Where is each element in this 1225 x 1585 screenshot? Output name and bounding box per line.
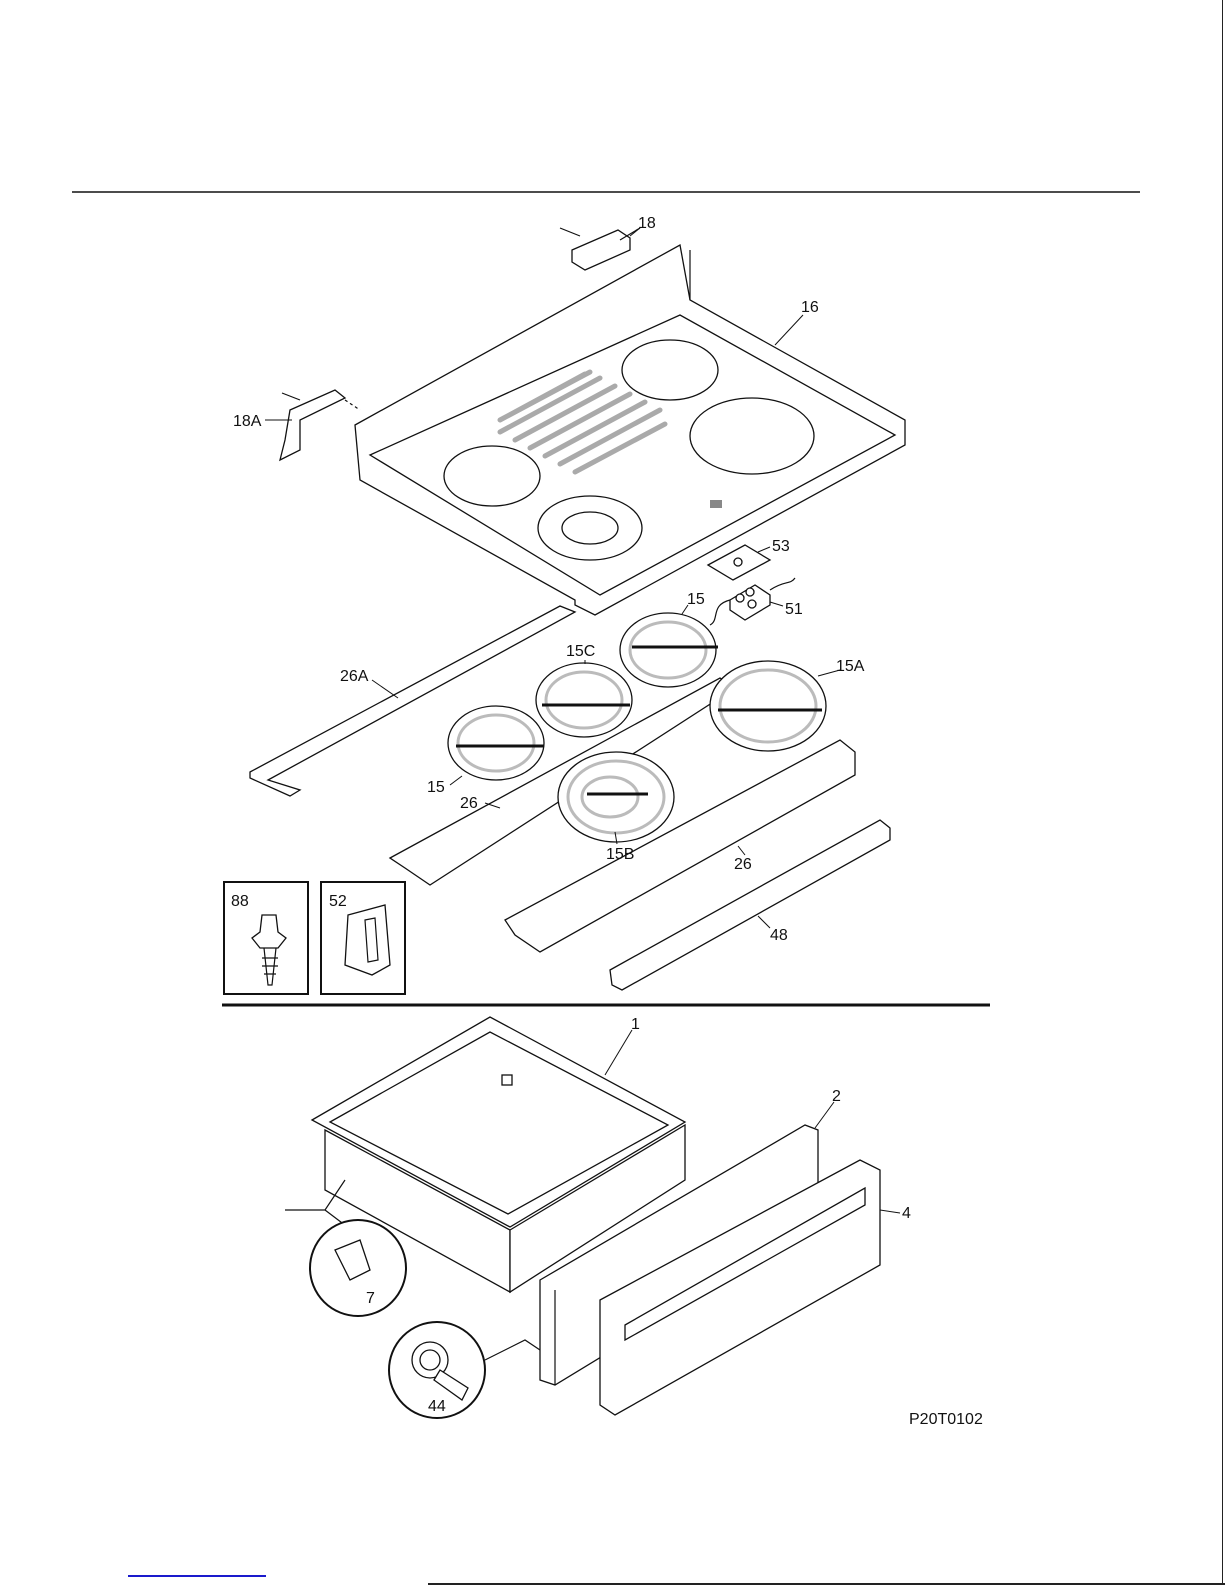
- part-15-element-top[interactable]: [619, 612, 718, 688]
- part-15-element-left[interactable]: [447, 705, 545, 781]
- page-border: [1222, 0, 1223, 1585]
- callout-26A: 26A: [340, 668, 369, 685]
- footer-rule: [428, 1583, 1225, 1585]
- leader-lines: [265, 227, 901, 1214]
- part-52-clip-inset[interactable]: [320, 881, 406, 995]
- callout-18A: 18A: [233, 413, 262, 430]
- part-26A-rail[interactable]: [249, 605, 577, 797]
- callout-44: 44: [428, 1398, 446, 1415]
- part-48-trim[interactable]: [609, 819, 891, 991]
- callout-7: 7: [366, 1290, 375, 1307]
- part-26-rail-right[interactable]: [504, 739, 856, 953]
- diagram-code: P20T0102: [909, 1411, 983, 1428]
- part-88-screw-inset[interactable]: [223, 881, 309, 995]
- callout-26-left: 26: [460, 795, 478, 812]
- part-18-bracket[interactable]: [559, 227, 641, 271]
- callout-53: 53: [772, 538, 790, 555]
- callout-1: 1: [631, 1016, 640, 1033]
- callout-2: 2: [832, 1088, 841, 1105]
- callout-15-top: 15: [687, 591, 705, 608]
- callout-15C: 15C: [566, 643, 595, 660]
- part-15C-element[interactable]: [535, 662, 633, 738]
- part-1-drawer-box[interactable]: [310, 1016, 687, 1294]
- callout-16: 16: [801, 299, 819, 316]
- callout-48: 48: [770, 927, 788, 944]
- part-15A-element[interactable]: [709, 660, 827, 752]
- callout-15A: 15A: [836, 658, 865, 675]
- footer-link-underline[interactable]: [128, 1575, 266, 1577]
- callout-15B: 15B: [606, 846, 634, 863]
- callout-88: 88: [231, 893, 249, 910]
- part-44-bumper-detail[interactable]: [388, 1321, 541, 1419]
- part-51-terminal-block[interactable]: [709, 577, 796, 626]
- part-7-stop-detail[interactable]: [285, 1179, 407, 1317]
- callout-15-left: 15: [427, 779, 445, 796]
- part-18A-bracket[interactable]: [279, 389, 361, 462]
- part-4-drawer-front[interactable]: [599, 1159, 881, 1416]
- callout-52: 52: [329, 893, 347, 910]
- part-16-cooktop[interactable]: [354, 243, 906, 616]
- callout-4: 4: [902, 1205, 911, 1222]
- callout-18: 18: [638, 215, 656, 232]
- part-53-bracket[interactable]: [706, 544, 772, 581]
- callout-26-right: 26: [734, 856, 752, 873]
- callout-51: 51: [785, 601, 803, 618]
- part-15B-element[interactable]: [557, 751, 675, 843]
